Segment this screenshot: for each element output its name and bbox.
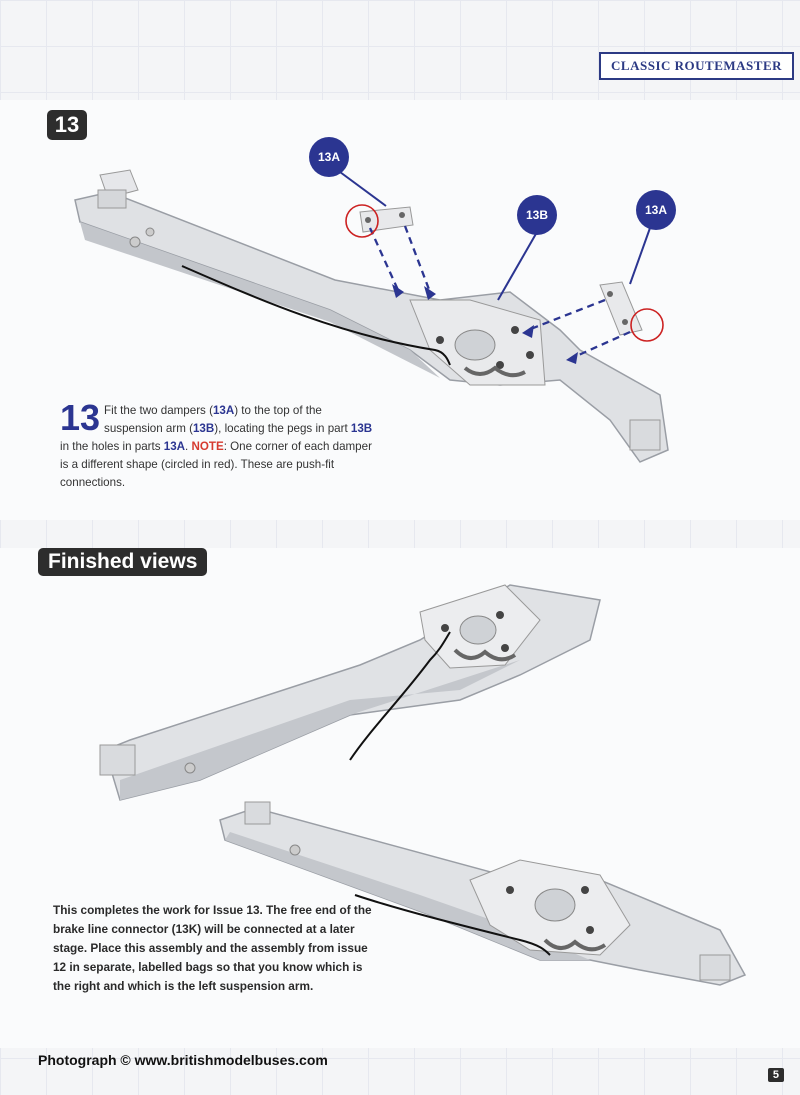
dashed-arrow <box>403 225 432 293</box>
instr-part-ref: 13A <box>212 404 235 417</box>
instr-text: ) to the top of the suspension arm ( <box>104 404 322 435</box>
instr-text: : One corner of each damper is a differe… <box>60 440 372 489</box>
finished-views-heading: Finished views <box>38 548 208 576</box>
damper-left <box>359 206 414 233</box>
completion-summary: This completes the work for Issue 13. Th… <box>53 903 372 993</box>
step-big-number: 13 <box>60 397 101 438</box>
instr-text: Fit the two dampers ( <box>104 404 213 417</box>
step-number-badge: 13 <box>47 110 87 140</box>
suspension-arm-step13 <box>74 169 669 463</box>
red-circle-highlight <box>345 204 379 238</box>
instr-part-ref: 13A <box>163 440 186 453</box>
instr-text: ), locating the pegs in part <box>214 422 351 435</box>
instr-text: . <box>185 440 192 453</box>
leader-line <box>497 231 538 301</box>
dashed-arrow <box>527 298 606 332</box>
damper-right <box>599 281 643 336</box>
red-circle-highlight <box>630 308 664 342</box>
leader-line <box>629 227 651 285</box>
callout-13b: 13B <box>517 195 557 235</box>
instr-part-ref: 13B <box>350 422 373 435</box>
dashed-arrow <box>571 330 631 360</box>
leader-line <box>339 171 387 207</box>
instr-text: in the holes in parts <box>60 440 164 453</box>
dashed-arrow <box>368 227 400 291</box>
callout-13a-right: 13A <box>636 190 676 230</box>
series-tag: CLASSIC ROUTEMASTER <box>599 52 794 80</box>
instr-part-ref: 13B <box>192 422 215 435</box>
note-label: NOTE <box>191 440 224 453</box>
finished-view-upper <box>99 584 601 801</box>
callout-13a-left: 13A <box>309 137 349 177</box>
photo-credit: Photograph © www.britishmodelbuses.com <box>38 1052 328 1068</box>
page-number: 5 <box>767 1068 784 1082</box>
finished-view-lower <box>219 801 747 986</box>
